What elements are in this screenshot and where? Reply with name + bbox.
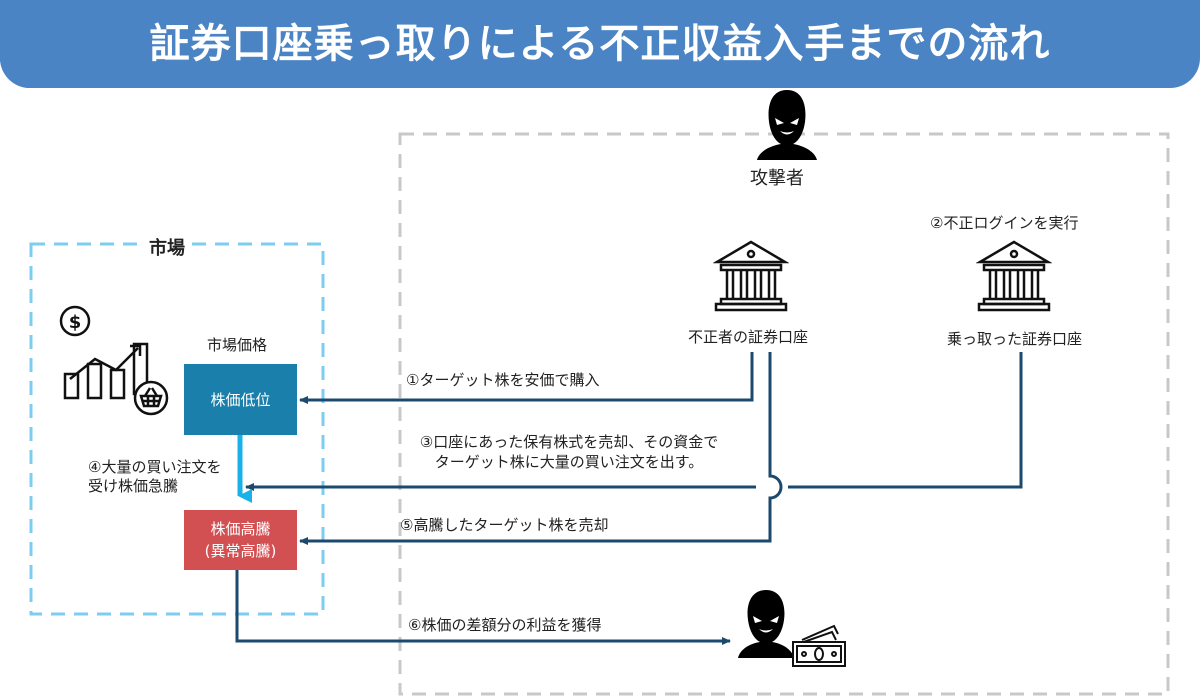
- step4-label: ④大量の買い注文を 受け株価急騰: [88, 458, 221, 496]
- step5-label: ⑤高騰したターゲット株を売却: [400, 516, 609, 534]
- step4-line2: 受け株価急騰: [88, 477, 179, 495]
- step5-arrow: [299, 352, 783, 545]
- market-title: 市場: [143, 234, 191, 260]
- high-price-line1: 株価高騰: [210, 520, 271, 538]
- step3-label: ③口座にあった保有株式を売却、その資金で ターゲット株に大量の買い注文を出す。: [393, 432, 745, 472]
- high-price-box: 株価高騰 (異常高騰): [184, 510, 297, 570]
- step3-arrow: [246, 352, 1023, 487]
- svg-text:$: $: [69, 312, 82, 333]
- fraud-account-bank-icon: [713, 240, 789, 312]
- hijacked-account-label: 乗っ取った証券口座: [947, 330, 1083, 348]
- step2-label: ②不正ログインを実行: [930, 214, 1079, 232]
- stock-chart-basket-icon: $: [59, 305, 169, 416]
- step3-line1: ③口座にあった保有株式を売却、その資金で: [419, 433, 719, 451]
- step6-arrow: [235, 570, 731, 645]
- step1-arrow: [299, 352, 754, 404]
- attacker-with-money-icon: [738, 590, 846, 667]
- market-price-label: 市場価格: [207, 336, 268, 354]
- masked-attacker-icon: [757, 90, 817, 160]
- low-price-box: 株価低位: [184, 364, 297, 435]
- step4-line1: ④大量の買い注文を: [88, 458, 222, 476]
- hijacked-account-bank-icon: [976, 240, 1052, 312]
- fraud-account-label: 不正者の証券口座: [688, 328, 809, 346]
- high-price-line2: (異常高騰): [204, 542, 277, 560]
- step6-label: ⑥株価の差額分の利益を獲得: [408, 616, 602, 634]
- page-title: 証券口座乗っ取りによる不正収益入手までの流れ: [149, 21, 1051, 67]
- low-price-label: 株価低位: [210, 390, 271, 409]
- attacker-label: 攻撃者: [750, 168, 804, 189]
- step3-line2: ターゲット株に大量の買い注文を出す。: [434, 453, 704, 471]
- step1-label: ①ターゲット株を安価で購入: [406, 371, 600, 389]
- title-banner: [0, 0, 1200, 88]
- attacker-region-border: [398, 132, 1170, 696]
